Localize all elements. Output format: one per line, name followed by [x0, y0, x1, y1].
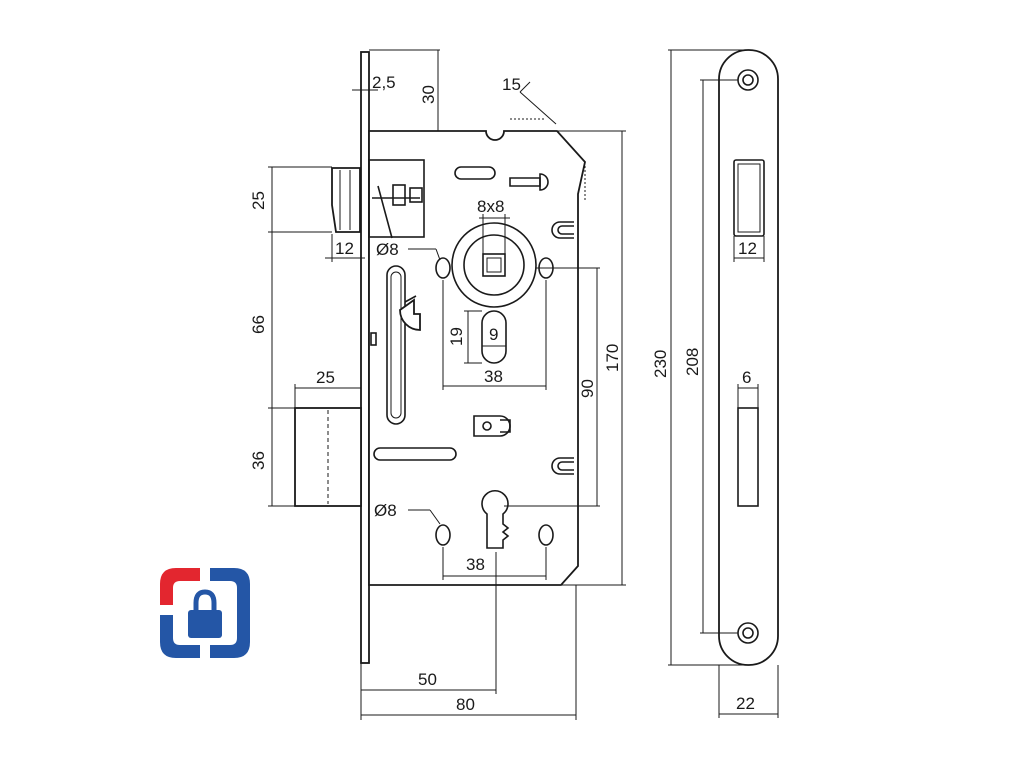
long-slot: [386, 265, 406, 425]
dim-latch-width: 12: [335, 239, 354, 258]
dim-strike-latch-width: 12: [738, 239, 757, 258]
dim-case-height: 170: [603, 344, 622, 372]
dim-hole-top: Ø8: [376, 240, 399, 259]
dim-backset-bottom: 38: [466, 555, 485, 574]
bolt-opening: [737, 407, 759, 507]
dim-plate-width: 22: [736, 694, 755, 713]
brand-logo: [160, 568, 250, 658]
dim-slot-height: 19: [447, 327, 466, 346]
logo-blue-bracket-left: [160, 615, 200, 658]
dim-square-spindle: 8x8: [477, 197, 504, 216]
dimension-labels: 2,5 30 15 25 12 66 25 36 Ø8 8x8 19 9 38 …: [249, 73, 757, 714]
clip-bottom: [551, 457, 574, 475]
keyhole: [481, 489, 510, 549]
dim-hole-bottom: Ø8: [374, 501, 397, 520]
latch-bolt: [331, 167, 361, 233]
follower-hub: [451, 222, 537, 308]
latch-housing: [368, 159, 425, 238]
dim-backset-key: 50: [418, 670, 437, 689]
faceplate-front-view: [718, 49, 779, 666]
fixing-hole-bottom-left: [435, 524, 451, 546]
logo-red-bracket: [160, 568, 200, 605]
dimension-lines: [268, 49, 779, 720]
dim-plate-length: 230: [651, 350, 670, 378]
dim-slot-width: 9: [489, 325, 498, 344]
dim-faceplate-thickness: 2,5: [372, 73, 396, 92]
dim-center-distance: 90: [578, 379, 597, 398]
dim-latch-height: 25: [249, 191, 268, 210]
dim-case-depth: 80: [456, 695, 475, 714]
lock-case: [294, 51, 586, 664]
oval-slot: [481, 310, 507, 364]
dim-spacing-66: 66: [249, 315, 268, 334]
padlock-icon: [188, 589, 222, 638]
fixing-hole-top-left: [435, 257, 451, 279]
logo-blue-bracket-right: [210, 568, 250, 658]
lower-slot: [373, 447, 457, 461]
latch-opening: [733, 159, 765, 237]
dim-bolt-height: 36: [249, 451, 268, 470]
dim-strike-bolt-width: 6: [742, 368, 751, 387]
dim-top-offset: 30: [419, 85, 438, 104]
deadbolt: [294, 407, 362, 507]
top-slot: [454, 166, 496, 180]
dim-bolt-projection: 25: [316, 368, 335, 387]
dim-hole-spacing: 208: [683, 348, 702, 376]
dim-backset-top: 38: [484, 367, 503, 386]
faceplate-front: [718, 49, 779, 666]
square-spindle-hole: [482, 253, 506, 277]
faceplate: [360, 51, 370, 664]
fixing-hole-bottom-right: [538, 524, 554, 546]
clip-top: [551, 221, 574, 239]
dim-bevel-angle: 15: [502, 75, 521, 94]
cam: [399, 298, 421, 331]
